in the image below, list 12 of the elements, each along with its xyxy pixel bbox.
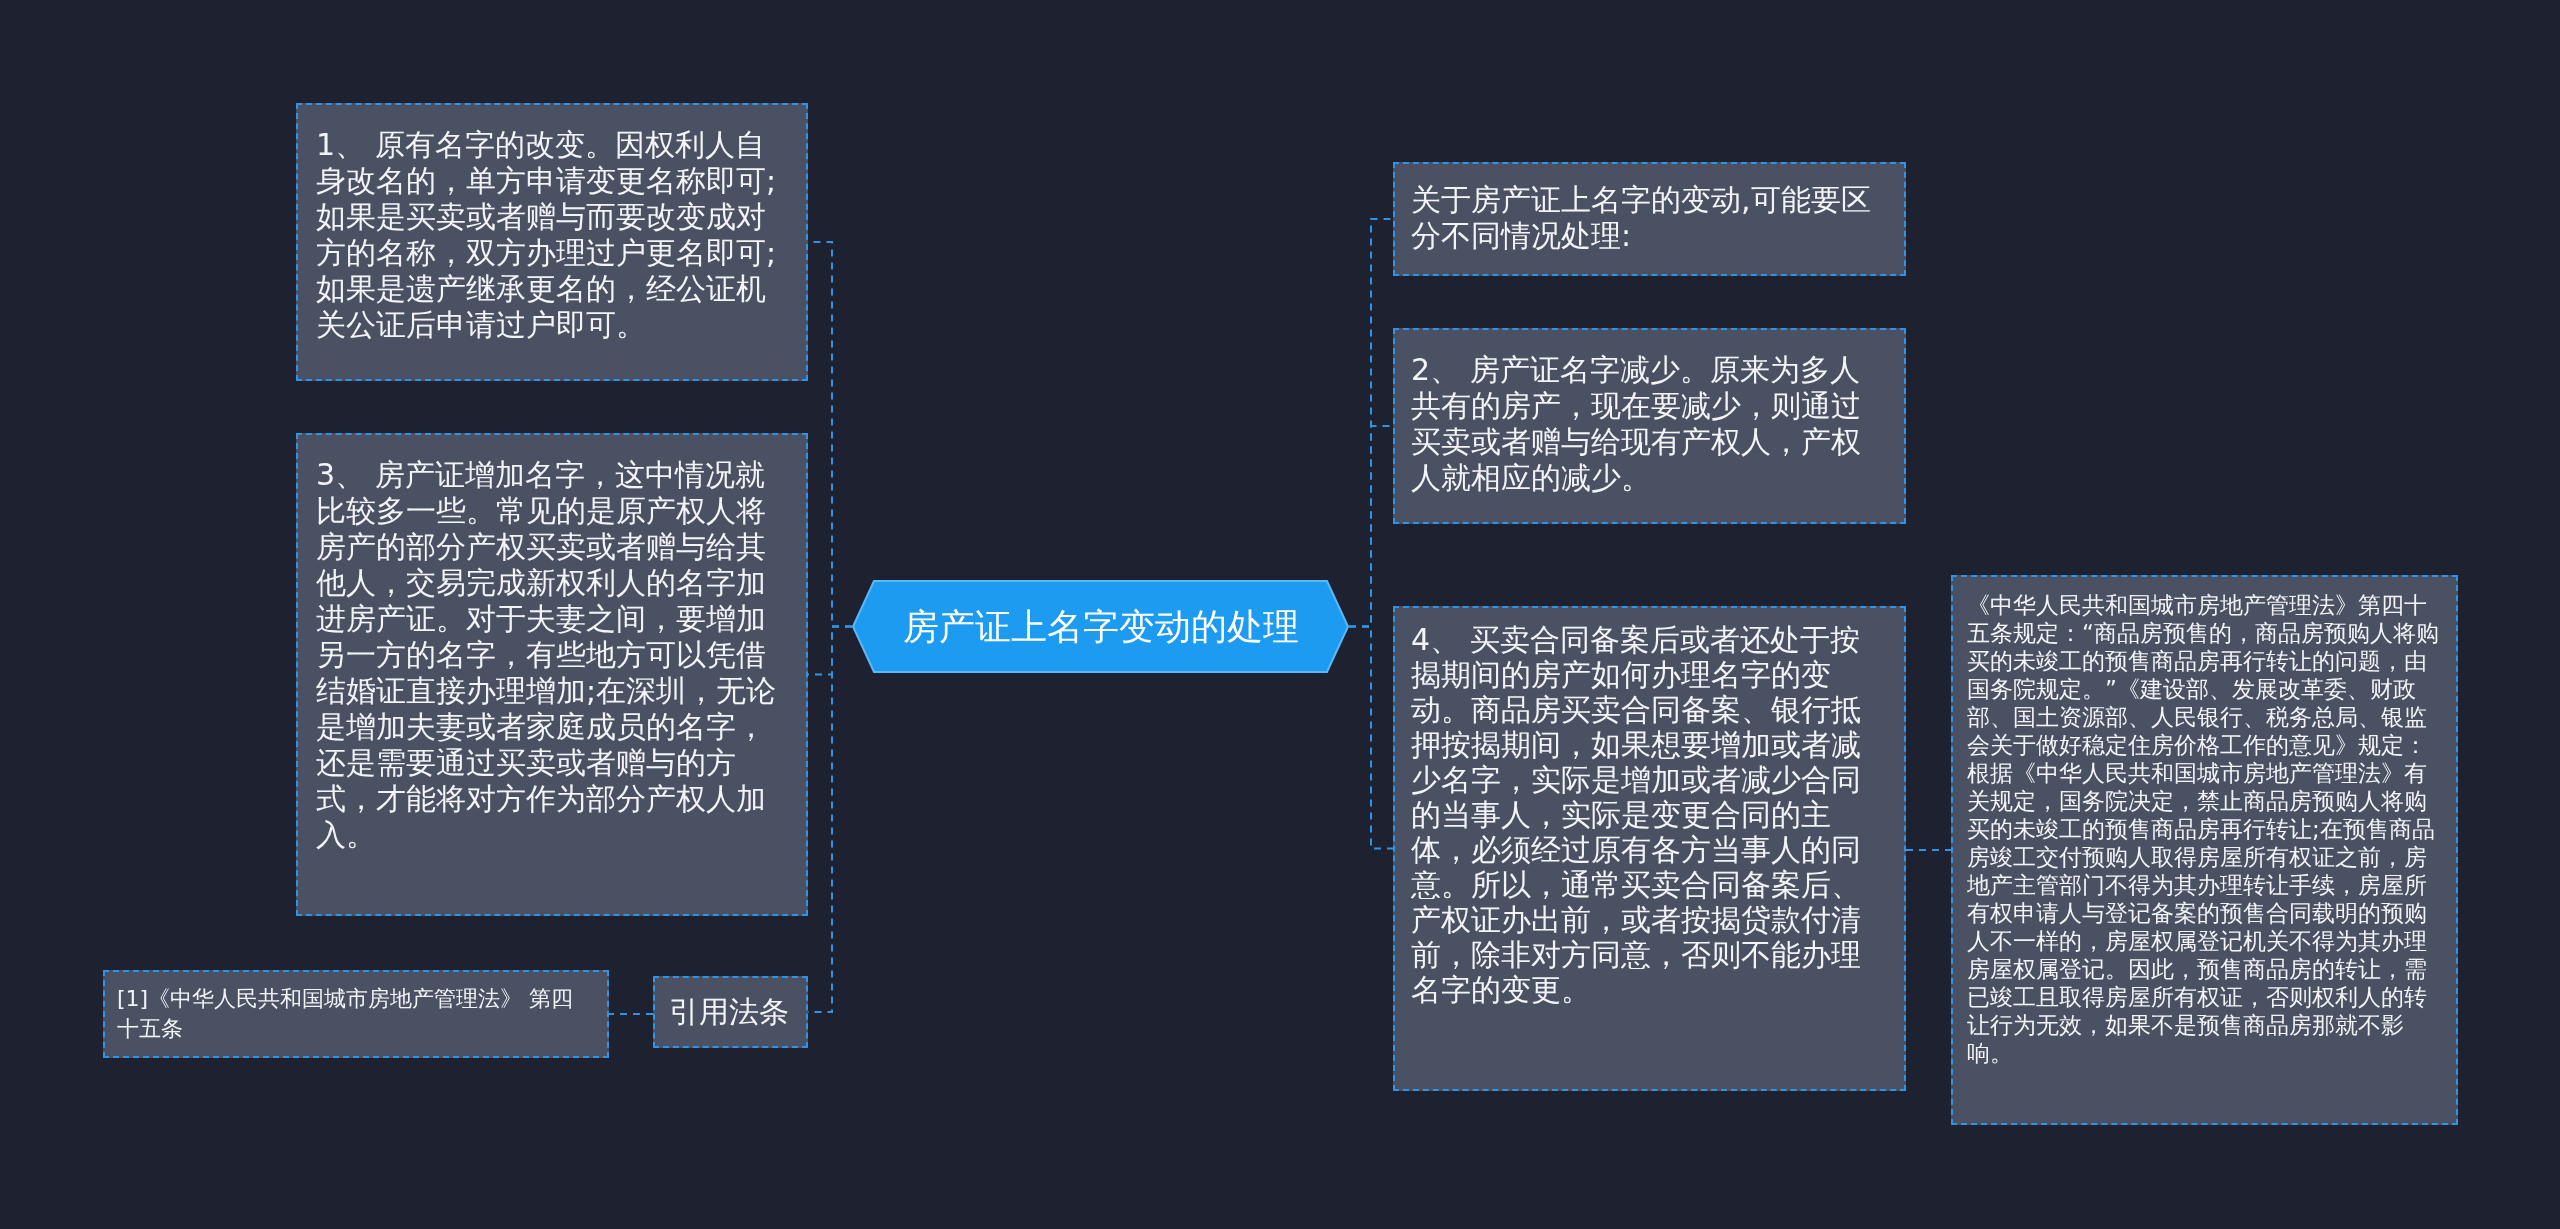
text-box: 2、 房产证名字减少。原来为多人共有的房产，现在要减少，则通过买卖或者赠与给现有产权人，产权人就相应的减少。 bbox=[1393, 328, 1906, 524]
connector bbox=[1348, 625, 1394, 850]
text-box: 1、 原有名字的改变。因权利人自身改名的，单方申请变更名称即可;如果是买卖或者赠与而要改变成对方的名称，双方办理过户更名即可;如果是遗产继承更名的，经公证机关公证后申请过户即可。 bbox=[296, 103, 808, 381]
text-box: 《中华人民共和国城市房地产管理法》第四十五条规定：“商品房预售的，商品房预购人将购买的未竣工的预售商品房再行转让的问题，由国务院规定。”《建设部、发展改革委、财政部、国土资源部、人民银行、税务总局、银监会关于做好稳定住房价格工作的意见》规定：根据《中华人民共和国城市房地产管理法》有关规定，国务院决定，禁止商品房预购人将购买的未竣工的预售商品房再行转让;在预售商品房竣工交付预购人取得房屋所有权证之前，房地产主管部门不得为其办理转让手续，房屋所有权申请人与登记备案的预售合同载明的预购人不一样的，房屋权属登记机关不得为其办理房屋权属登记。因此，预售商品房的转让，需已竣工且取得房屋所有权证，否则权利人的转让行为无效，如果不是预售商品房那就不影响。 bbox=[1951, 575, 2458, 1125]
text-box: 3、 房产证增加名字，这中情况就比较多一些。常见的是原产权人将房产的部分产权买卖或者赠与给其他人，交易完成新权利人的名字加进房产证。对于夫妻之间，要增加另一方的名字，有些地方可以凭借结婚证直接办理增加;在深圳，无论是增加夫妻或者家庭成员的名字，还是需要通过买卖或者赠与的方式，才能将对方作为部分产权人加入。 bbox=[296, 433, 808, 916]
text-box: [1]《中华人民共和国城市房地产管理法》 第四十五条 bbox=[103, 970, 609, 1058]
text-box: 引用法条 bbox=[653, 976, 808, 1048]
text-box: 关于房产证上名字的变动,可能要区分不同情况处理: bbox=[1393, 162, 1906, 276]
connector bbox=[608, 1013, 654, 1015]
connector bbox=[1905, 849, 1952, 851]
text-box: 4、 买卖合同备案后或者还处于按揭期间的房产如何办理名字的变动。商品房买卖合同备案、银行抵押按揭期间，如果想要增加或者减少名字，实际是增加或者减少合同的当事人，实际是变更合同的主体，必须经过原有各方当事人的同意。所以，通常买卖合同备案后、产权证办出前，或者按揭贷款付清前，除非对方同意，否则不能办理名字的变更。 bbox=[1393, 606, 1906, 1091]
topic-box: 房产证上名字变动的处理 bbox=[852, 580, 1349, 673]
